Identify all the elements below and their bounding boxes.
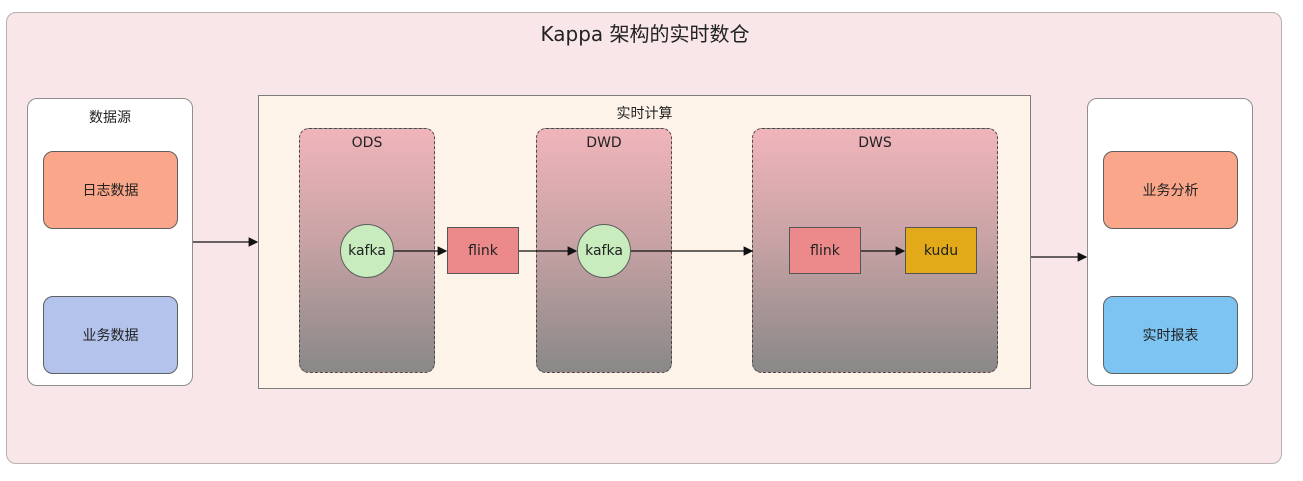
flink-between-node: flink — [447, 227, 519, 274]
business-analysis-label: 业务分析 — [1142, 183, 1199, 199]
log-data-label: 日志数据 — [82, 183, 139, 199]
output-panel: 业务分析 实时报表 — [1087, 98, 1253, 386]
realtime-report-box: 实时报表 — [1103, 296, 1238, 374]
business-analysis-box: 业务分析 — [1103, 151, 1238, 229]
dwd-layer-title: DWD — [586, 135, 622, 151]
business-data-box: 业务数据 — [43, 296, 178, 374]
dws-flink-node: flink — [789, 227, 861, 274]
ods-layer-title: ODS — [351, 135, 383, 151]
dwd-kafka-label: kafka — [585, 243, 623, 259]
compute-panel-title: 实时计算 — [616, 106, 673, 122]
dws-layer-title: DWS — [858, 135, 892, 151]
source-panel: 数据源 日志数据 业务数据 — [27, 98, 193, 386]
diagram-title: Kappa 架构的实时数仓 — [540, 22, 750, 46]
business-data-label: 业务数据 — [82, 328, 139, 344]
dws-flink-label: flink — [810, 242, 840, 259]
ods-kafka-label: kafka — [348, 243, 386, 259]
flink-between-label: flink — [468, 242, 498, 259]
dws-kudu-label: kudu — [923, 242, 959, 259]
dws-kudu-node: kudu — [905, 227, 977, 274]
realtime-report-label: 实时报表 — [1142, 328, 1199, 344]
ods-kafka-node: kafka — [340, 224, 394, 278]
dwd-kafka-node: kafka — [577, 224, 631, 278]
source-panel-title: 数据源 — [89, 110, 131, 126]
log-data-box: 日志数据 — [43, 151, 178, 229]
